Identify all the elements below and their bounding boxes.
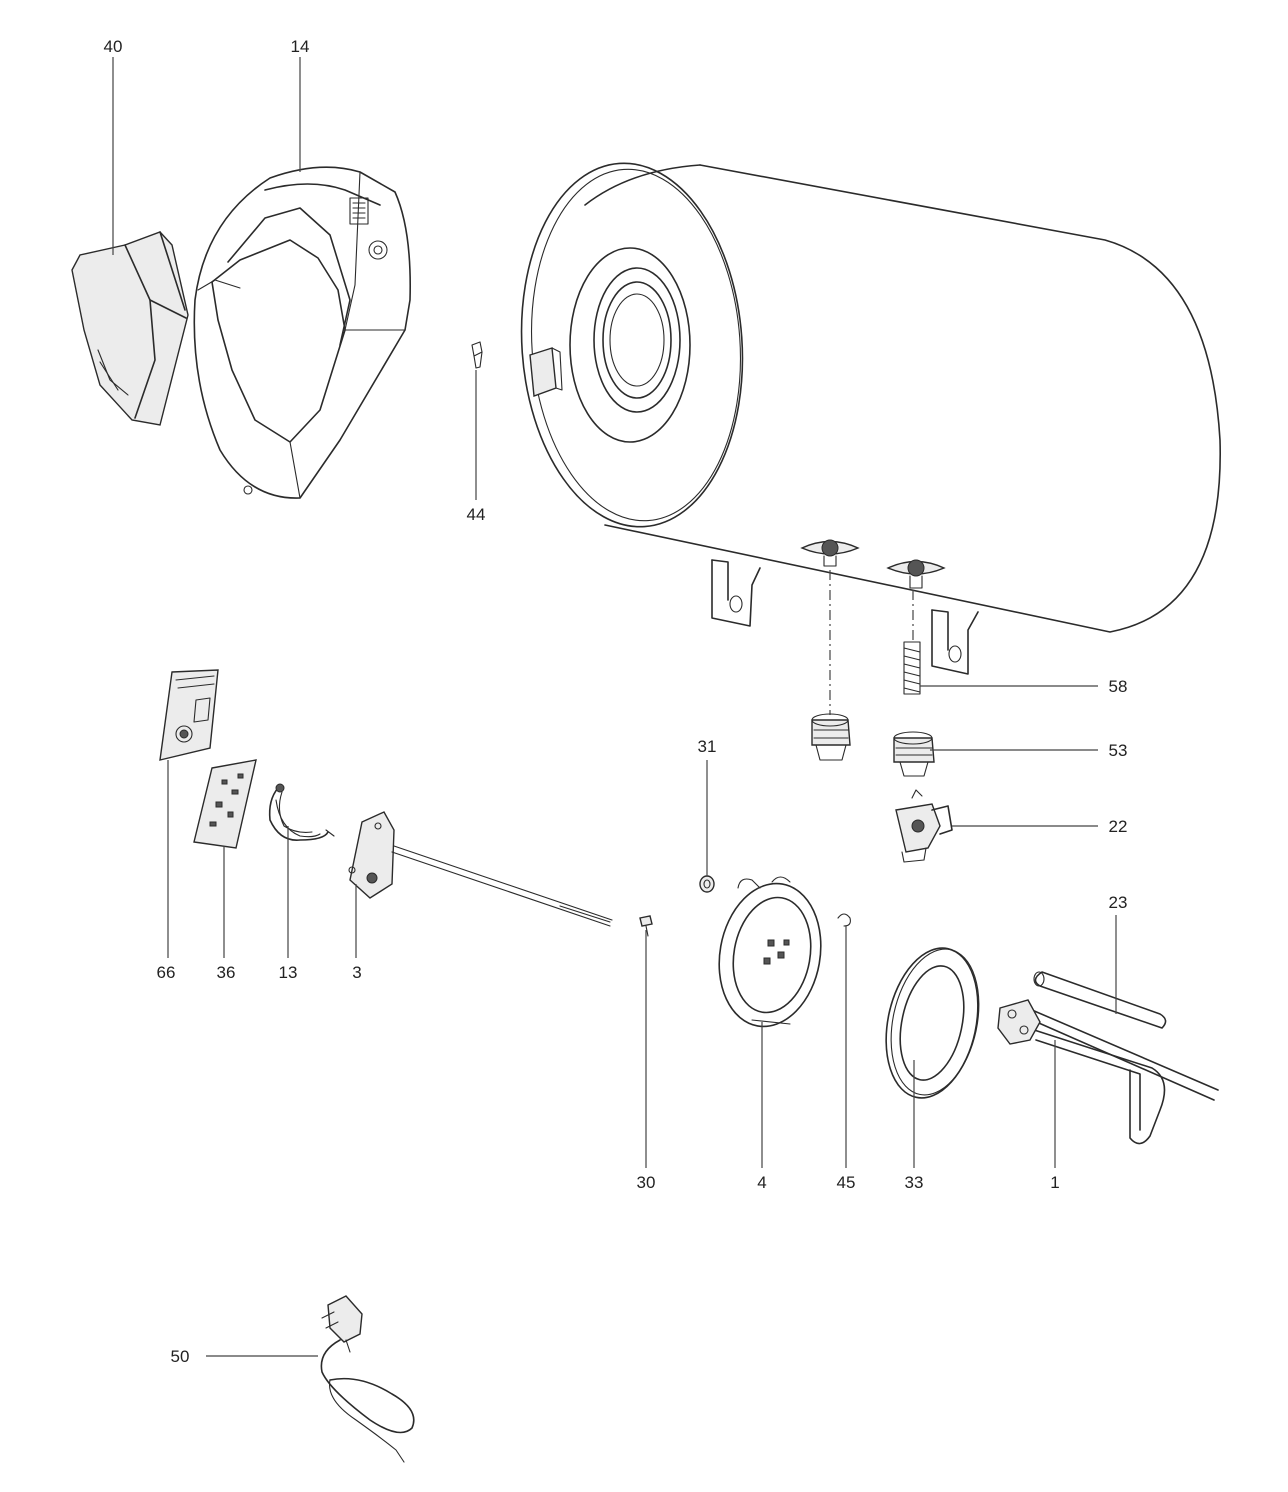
callout-31: 31 [698,737,717,756]
callout-50: 50 [171,1347,190,1366]
part-45-clip[interactable] [837,913,851,927]
callout-14: 14 [291,37,310,56]
part-36-circuit-board[interactable] [193,759,257,849]
callout-labels: 40 14 44 58 53 22 31 23 66 36 13 3 30 4 … [104,37,1128,1366]
part-1-heating-element[interactable] [997,999,1219,1145]
part-40-cover-panel[interactable] [71,231,189,426]
part-3-thermostat[interactable] [348,811,613,927]
part-44-screw[interactable] [471,341,483,369]
callout-44: 44 [467,505,486,524]
callout-33: 33 [905,1173,924,1192]
callout-58: 58 [1109,677,1128,696]
part-53-fitting[interactable] [893,731,935,777]
part-33-gasket[interactable] [873,940,991,1107]
callout-13: 13 [279,963,298,982]
callout-4: 4 [757,1173,766,1192]
callout-66: 66 [157,963,176,982]
water-heater-tank[interactable] [510,156,1221,675]
callout-1: 1 [1050,1173,1059,1192]
callout-3: 3 [352,963,361,982]
callout-45: 45 [837,1173,856,1192]
callout-22: 22 [1109,817,1128,836]
part-13-cable[interactable] [268,783,335,841]
part-22-safety-valve[interactable] [895,789,953,863]
part-14-front-casing[interactable] [193,166,412,499]
callout-40: 40 [104,37,123,56]
part-58-spring[interactable] [903,641,921,695]
callout-36: 36 [217,963,236,982]
part-50-power-cord[interactable] [320,1295,415,1463]
callout-23: 23 [1109,893,1128,912]
callout-30: 30 [637,1173,656,1192]
part-66-control-unit[interactable] [159,669,219,761]
part-23-anode-rod[interactable] [1033,971,1167,1029]
part-31-nut[interactable] [699,875,715,893]
part-4-flange[interactable] [708,875,831,1034]
callout-53: 53 [1109,741,1128,760]
inlet-fitting[interactable] [811,713,851,761]
leader-lines [112,57,1117,1357]
part-30-screw[interactable] [639,915,653,937]
